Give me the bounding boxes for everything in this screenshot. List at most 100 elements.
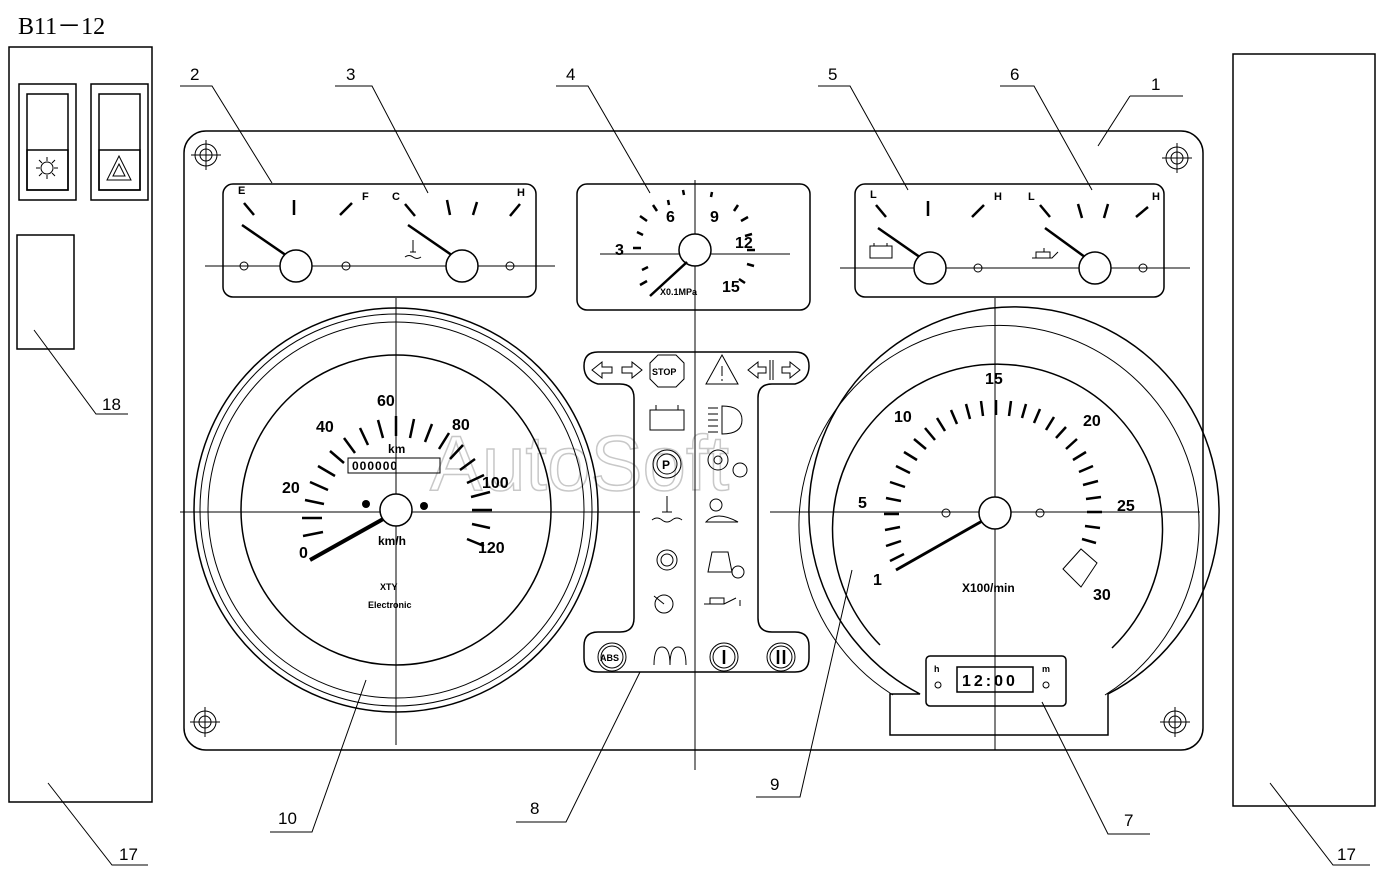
fuel-empty-label: E [238, 185, 245, 197]
tach-red-band [1062, 548, 1098, 588]
callout-6: 6 [1010, 65, 1019, 84]
trailer-turn-left-icon [747, 360, 774, 380]
abs-icon: ABS [597, 642, 627, 672]
callout-10: 10 [278, 809, 297, 828]
rpm-num-20: 20 [1083, 413, 1101, 430]
pressure-num-15: 15 [722, 279, 740, 296]
coolant-level-icon [651, 496, 683, 523]
turn-right-icon [621, 360, 643, 380]
turn-left-icon [591, 360, 613, 380]
odometer-display: 000000 [352, 459, 398, 473]
callout-5: 5 [828, 65, 837, 84]
warning-triangle-icon [705, 353, 739, 385]
clock-hour-button[interactable] [932, 679, 944, 691]
pressure-num-9: 9 [710, 209, 719, 226]
pressure-num-6: 6 [666, 209, 675, 226]
fuel-full-label: F [362, 191, 369, 203]
blank-plate [16, 234, 75, 350]
voltmeter: L H [869, 189, 1002, 285]
abs-label: ABS [600, 653, 619, 663]
speed-unit: km/h [378, 534, 406, 548]
hazard-triangle-icon [106, 154, 132, 181]
watermark: AutoSoft [430, 419, 730, 507]
volt-oil-gauge-box: L H L H [840, 183, 1190, 298]
volt-low-label: L [870, 189, 877, 201]
left-switch-panel [8, 46, 153, 803]
speed-km-label: km [388, 442, 405, 456]
retarder-icon [709, 642, 739, 672]
hazard-switch[interactable] [90, 83, 149, 201]
speed-num-20: 20 [282, 480, 300, 497]
callout-17-right: 17 [1337, 845, 1356, 864]
rpm-num-25: 25 [1117, 498, 1135, 515]
callout-17-left: 17 [119, 845, 138, 864]
rpm-num-10: 10 [894, 409, 912, 426]
speed-num-40: 40 [316, 419, 334, 436]
callout-1: 1 [1151, 75, 1160, 94]
callout-3: 3 [346, 65, 355, 84]
rpm-unit: X100/min [962, 581, 1015, 595]
clock-minute-label: m [1042, 664, 1050, 674]
glow-plug-icon [653, 646, 687, 666]
tachometer: 1 5 10 15 20 25 30 X100/min [798, 306, 1220, 736]
indicator-panel: STOP P ABS [583, 351, 810, 673]
trailer-turn-right-icon [781, 360, 801, 380]
exhaust-brake-icon [653, 594, 674, 614]
rpm-num-5: 5 [858, 495, 867, 512]
speedometer-ticks [302, 416, 492, 548]
oil-temp-gauge: L H [1028, 191, 1160, 285]
oil-pressure-icon [704, 597, 741, 606]
speed-num-80: 80 [452, 417, 470, 434]
seat-heat-icon [704, 498, 739, 523]
temp-hot-label: H [517, 187, 525, 199]
callout-4: 4 [566, 65, 575, 84]
rpm-num-15: 15 [985, 371, 1003, 388]
diff-lock-icon [766, 642, 796, 672]
pressure-ticks [633, 189, 755, 287]
coolant-temp-icon [404, 240, 422, 259]
mount-hole-br [1160, 707, 1190, 737]
work-light-icon [36, 157, 58, 179]
rpm-num-30: 30 [1093, 587, 1111, 604]
mount-hole-tl [191, 140, 221, 170]
fuel-filter-icon [707, 551, 745, 579]
rpm-num-1: 1 [873, 572, 882, 589]
battery-icon [869, 243, 893, 259]
clock-hour-label: h [934, 664, 940, 674]
callout-7: 7 [1124, 811, 1133, 830]
parking-brake-icon: P [652, 449, 682, 479]
page-title: B11－12 [18, 14, 105, 40]
callout-2: 2 [190, 65, 199, 84]
clock-minute-button[interactable] [1040, 679, 1052, 691]
oil-can-icon [1032, 248, 1059, 259]
callout-8: 8 [530, 799, 539, 818]
oil-high-label: H [1152, 191, 1160, 203]
speed-num-0: 0 [299, 545, 308, 562]
speed-num-120: 120 [478, 540, 505, 557]
high-beam-icon [708, 405, 743, 435]
air-pressure-gauge: 3 6 9 12 15 X0.1MPa [576, 183, 811, 311]
callout-9: 9 [770, 775, 779, 794]
mount-hole-tr [1162, 143, 1192, 173]
brake-wear-icon [656, 549, 678, 571]
speed-num-100: 100 [482, 475, 509, 492]
fuel-gauge: E F [238, 185, 369, 283]
temp-cold-label: C [392, 191, 400, 203]
pressure-unit: X0.1MPa [660, 287, 698, 297]
work-light-switch[interactable] [18, 83, 77, 201]
tach-ticks [884, 400, 1102, 563]
pressure-num-12: 12 [735, 235, 753, 252]
brand-label-2: Electronic [368, 600, 412, 610]
gear-icon [707, 449, 748, 478]
brand-label: XTY [380, 582, 398, 592]
callouts: 1 2 3 4 5 6 7 8 9 10 17 17 18 [33, 65, 1370, 866]
clock-display: 12:00 [962, 673, 1018, 690]
pressure-num-3: 3 [615, 242, 624, 259]
water-temp-gauge: C H [392, 187, 525, 283]
parking-label: P [662, 458, 670, 472]
stop-label: STOP [652, 367, 676, 377]
mount-hole-bl [190, 707, 220, 737]
speedometer: 0 20 40 60 80 100 120 km 000000 km/h XTY… [193, 307, 599, 713]
stop-icon: STOP [649, 354, 685, 388]
